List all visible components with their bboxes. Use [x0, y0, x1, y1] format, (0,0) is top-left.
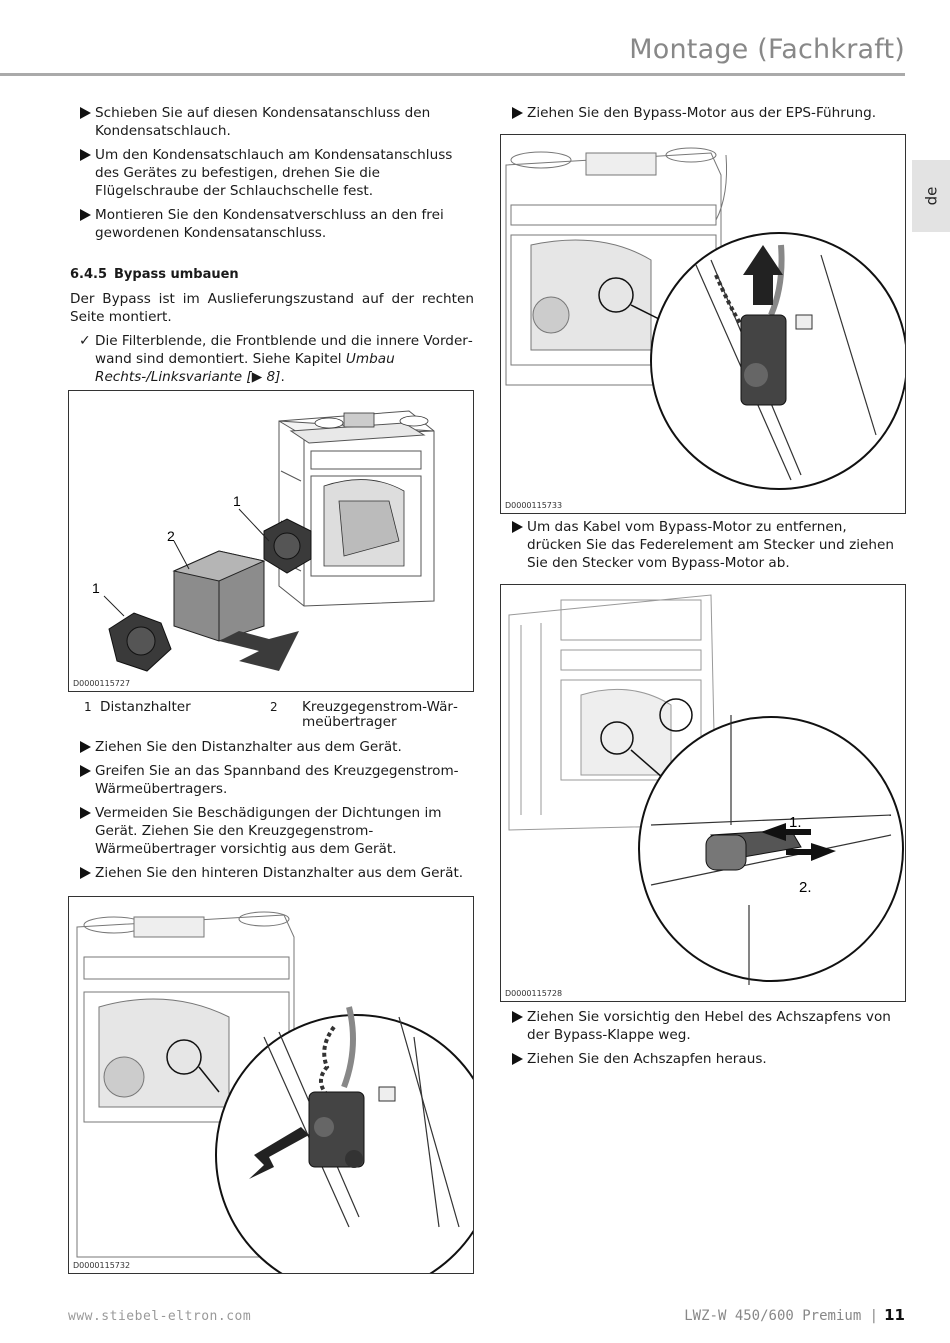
instruction-step: Ziehen Sie den hinteren Distanzhalter au…: [70, 864, 474, 882]
instruction-step: Schieben Sie auf diesen Kondensatanschlu…: [70, 104, 474, 140]
language-tab-label: de: [922, 186, 940, 206]
step-arrow-icon: [512, 107, 523, 119]
right-column-step-2: Um das Kabel vom Bypass-Motor zu entfern…: [502, 518, 902, 578]
instruction-step: Um das Kabel vom Bypass-Motor zu entfern…: [502, 518, 902, 572]
step-arrow-icon: [80, 741, 91, 753]
callout-step-1: 1.: [789, 814, 802, 831]
step-arrow-icon: [512, 1011, 523, 1023]
instruction-step: Ziehen Sie den Achszapfen heraus.: [502, 1050, 902, 1068]
callout-step-2: 2.: [799, 879, 812, 896]
instruction-step: Vermeiden Sie Beschädigungen der Dichtun…: [70, 804, 474, 858]
checkmark-icon: ✓: [79, 333, 91, 349]
step-arrow-icon: [80, 867, 91, 879]
figure-3-illustration: [505, 147, 905, 490]
instruction-step: Greifen Sie an das Spannband des Kreuzge…: [70, 762, 474, 798]
figure-2-illustration: [76, 911, 473, 1273]
instruction-step: Ziehen Sie den Bypass-Motor aus der EPS-…: [502, 104, 902, 122]
step-arrow-icon: [512, 1053, 523, 1065]
section-title: Bypass umbauen: [114, 267, 239, 282]
left-column-mid: Ziehen Sie den Distanzhalter aus dem Ger…: [70, 738, 474, 888]
figure-id: D0000115732: [73, 1261, 131, 1270]
figure-id: D0000115728: [505, 989, 563, 998]
footer-url[interactable]: www.stiebel-eltron.com: [68, 1309, 252, 1324]
step-arrow-icon: [512, 521, 523, 533]
figure-bypass-motor-pull: D0000115732: [68, 896, 474, 1274]
section-heading: 6.4.5 Bypass umbauen: [70, 266, 474, 284]
instruction-step: Ziehen Sie den Distanzhalter aus dem Ger…: [70, 738, 474, 756]
right-column-bottom: Ziehen Sie vorsichtig den Hebel des Achs…: [502, 1008, 902, 1074]
footer-product: LWZ-W 450/600 Premium |11: [684, 1306, 905, 1324]
page-ref-icon: ▶: [251, 369, 263, 385]
figure-cable-plug-removal: 1. 2. D0000115728: [500, 584, 906, 1002]
page-number: 11: [884, 1306, 905, 1324]
instruction-step: Montieren Sie den Kondensatverschluss an…: [70, 206, 474, 242]
callout-1-lower: 1: [92, 580, 100, 596]
header-rule: [0, 73, 905, 76]
step-arrow-icon: [80, 149, 91, 161]
step-arrow-icon: [80, 107, 91, 119]
callout-1: 1: [233, 493, 241, 509]
precondition-item: ✓ Die Filterblende, die Frontblende und …: [79, 333, 473, 385]
section-intro: Der Bypass ist im Auslieferungszustand a…: [70, 291, 474, 325]
step-arrow-icon: [80, 209, 91, 221]
figure-4-illustration: 1. 2.: [508, 594, 904, 985]
right-column-step-1: Ziehen Sie den Bypass-Motor aus der EPS-…: [502, 104, 902, 128]
figure-1-illustration: 1 2 1: [92, 410, 435, 672]
chapter-link[interactable]: Umbau Rechts-/Links­variante [: [95, 351, 395, 385]
left-column-top: Schieben Sie auf diesen Kondensatanschlu…: [70, 104, 474, 386]
instruction-step: Ziehen Sie vorsichtig den Hebel des Achs…: [502, 1008, 902, 1044]
figure-id: D0000115733: [505, 501, 563, 510]
step-arrow-icon: [80, 807, 91, 819]
section-number: 6.4.5: [70, 267, 108, 282]
callout-2: 2: [167, 528, 175, 544]
language-tab[interactable]: de: [912, 160, 950, 232]
figure-heat-exchanger-removal: 1 2 1 D0000115727: [68, 390, 474, 692]
figure-id: D0000115727: [73, 679, 131, 688]
step-arrow-icon: [80, 765, 91, 777]
instruction-step: Um den Kondensatschlauch am Kondensatans…: [70, 146, 474, 200]
page-header-title: Montage (Fachkraft): [629, 34, 905, 65]
figure-bypass-motor-eps: D0000115733: [500, 134, 906, 514]
